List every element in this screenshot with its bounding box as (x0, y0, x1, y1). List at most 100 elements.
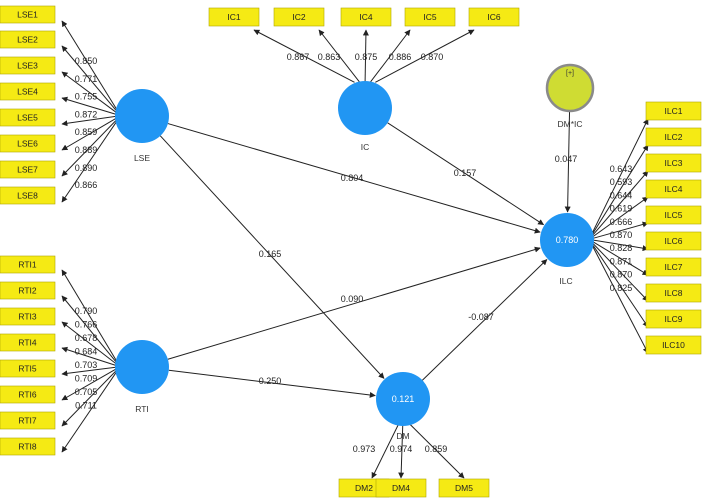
indicator-rti8[interactable] (0, 437, 56, 456)
loading-value-lse4: 0.755 (75, 92, 98, 102)
construct-rti[interactable] (115, 340, 169, 394)
loading-value-lse2: 0.850 (75, 56, 98, 66)
r-squared-ilc: 0.780 (556, 235, 579, 245)
indicator-lse2-label: LSE2 (17, 35, 38, 45)
construct-ic[interactable] (338, 81, 392, 135)
indicator-ic6[interactable] (468, 7, 520, 27)
indicator-ic6-label: IC6 (487, 12, 501, 22)
indicator-ilc5-label: ILC5 (665, 210, 683, 220)
path-dmic-to-ilc (564, 111, 571, 213)
construct-lse[interactable] (115, 89, 169, 143)
indicator-lse1[interactable] (0, 5, 56, 24)
indicator-rti4[interactable] (0, 333, 56, 352)
loading-value-lse6: 0.859 (75, 127, 98, 137)
loading-value-rti4: 0.684 (75, 347, 98, 357)
loading-arrow-ic2 (318, 29, 361, 83)
loading-arrow-ic6 (375, 29, 475, 83)
indicator-ilc6[interactable] (645, 231, 702, 251)
loading-arrow-rti5 (61, 366, 118, 377)
indicator-ic4[interactable] (340, 7, 392, 27)
loading-value-rti5: 0.703 (75, 360, 98, 370)
loading-arrow-ic5 (369, 29, 411, 83)
loading-arrow-rti8 (61, 369, 119, 453)
indicator-lse2[interactable] (0, 30, 56, 49)
indicator-rti4-label: RTI4 (18, 338, 37, 348)
construct-dm[interactable] (376, 372, 430, 426)
indicator-ilc3[interactable] (645, 153, 702, 173)
indicator-ilc9-label: ILC9 (665, 314, 683, 324)
loading-value-ic2: 0.863 (318, 52, 341, 62)
indicator-dm5[interactable] (438, 478, 490, 498)
construct-label-lse: LSE (134, 153, 150, 163)
indicator-ic1-label: IC1 (227, 12, 241, 22)
indicator-lse8-label: LSE8 (17, 191, 38, 201)
loading-arrow-rti3 (61, 321, 119, 366)
indicator-rti5-label: RTI5 (18, 364, 37, 374)
indicator-lse6[interactable] (0, 134, 56, 153)
loading-value-rti8: 0.711 (75, 401, 97, 411)
indicator-lse8[interactable] (0, 186, 56, 205)
loading-arrow-lse8 (61, 118, 119, 203)
indicator-rti1-label: RTI1 (18, 260, 37, 270)
path-coef-rti-ilc: 0.090 (341, 294, 364, 304)
indicator-ic5[interactable] (404, 7, 456, 27)
loading-value-ilc10: 0.825 (610, 283, 633, 293)
indicator-lse5-label: LSE5 (17, 113, 38, 123)
loading-arrow-ilc5 (592, 221, 649, 239)
loading-arrow-lse7 (61, 117, 119, 177)
indicator-ilc10-label: ILC10 (662, 340, 685, 350)
indicator-rti5[interactable] (0, 359, 56, 378)
indicator-lse7[interactable] (0, 160, 56, 179)
indicator-ilc9[interactable] (645, 309, 702, 329)
indicator-lse3[interactable] (0, 56, 56, 75)
loading-arrow-ilc2 (592, 144, 649, 235)
loading-arrow-ilc4 (592, 196, 649, 238)
expand-icon[interactable]: [+] (566, 70, 574, 77)
construct-ilc[interactable] (540, 213, 594, 267)
indicator-lse5[interactable] (0, 108, 56, 127)
loading-value-rti7: 0.705 (75, 387, 98, 397)
loading-value-ilc4: 0.619 (610, 204, 633, 214)
indicator-lse4-label: LSE4 (17, 87, 38, 97)
indicator-ilc2[interactable] (645, 127, 702, 147)
loading-arrow-dm5 (409, 424, 465, 479)
indicator-ilc6-label: ILC6 (665, 236, 683, 246)
loading-value-ilc9: 0.870 (610, 270, 633, 280)
indicator-ilc5[interactable] (645, 205, 702, 225)
indicator-rti6[interactable] (0, 385, 56, 404)
indicator-ilc8[interactable] (645, 283, 702, 303)
loading-value-ilc6: 0.870 (610, 230, 633, 240)
indicator-ic2[interactable] (273, 7, 325, 27)
indicator-ilc8-label: ILC8 (665, 288, 683, 298)
loading-arrow-ilc9 (592, 244, 649, 328)
loading-arrow-ic1 (253, 29, 355, 83)
construct-label-ilc: ILC (559, 276, 572, 286)
loading-value-lse8: 0.890 (75, 163, 98, 173)
indicator-rti3-label: RTI3 (18, 312, 37, 322)
indicator-ic1[interactable] (208, 7, 260, 27)
indicator-ic2-label: IC2 (292, 12, 306, 22)
loading-value-ilc1: 0.643 (610, 164, 633, 174)
indicator-rti3[interactable] (0, 307, 56, 326)
indicator-rti7-label: RTI7 (18, 416, 37, 426)
indicator-dm4[interactable] (375, 478, 427, 498)
loading-arrow-ilc3 (592, 170, 649, 236)
loading-arrow-dm2 (371, 424, 399, 479)
indicator-rti1[interactable] (0, 255, 56, 274)
loading-arrow-rti6 (61, 367, 118, 401)
loading-arrow-lse6 (61, 116, 119, 151)
indicator-ilc7[interactable] (645, 257, 702, 277)
indicator-ilc4[interactable] (645, 179, 702, 199)
indicator-rti2[interactable] (0, 281, 56, 300)
indicator-ilc10[interactable] (645, 335, 702, 355)
loading-arrow-lse3 (61, 71, 119, 115)
loading-value-ic6: 0.870 (421, 52, 444, 62)
loading-arrow-lse5 (61, 115, 119, 127)
indicator-lse4[interactable] (0, 82, 56, 101)
loading-value-lse3: 0.771 (75, 74, 98, 84)
indicator-rti7[interactable] (0, 411, 56, 430)
loading-arrow-lse2 (61, 45, 119, 114)
construct-dm-ic-interaction[interactable] (545, 63, 595, 113)
indicator-ilc1[interactable] (645, 101, 702, 121)
